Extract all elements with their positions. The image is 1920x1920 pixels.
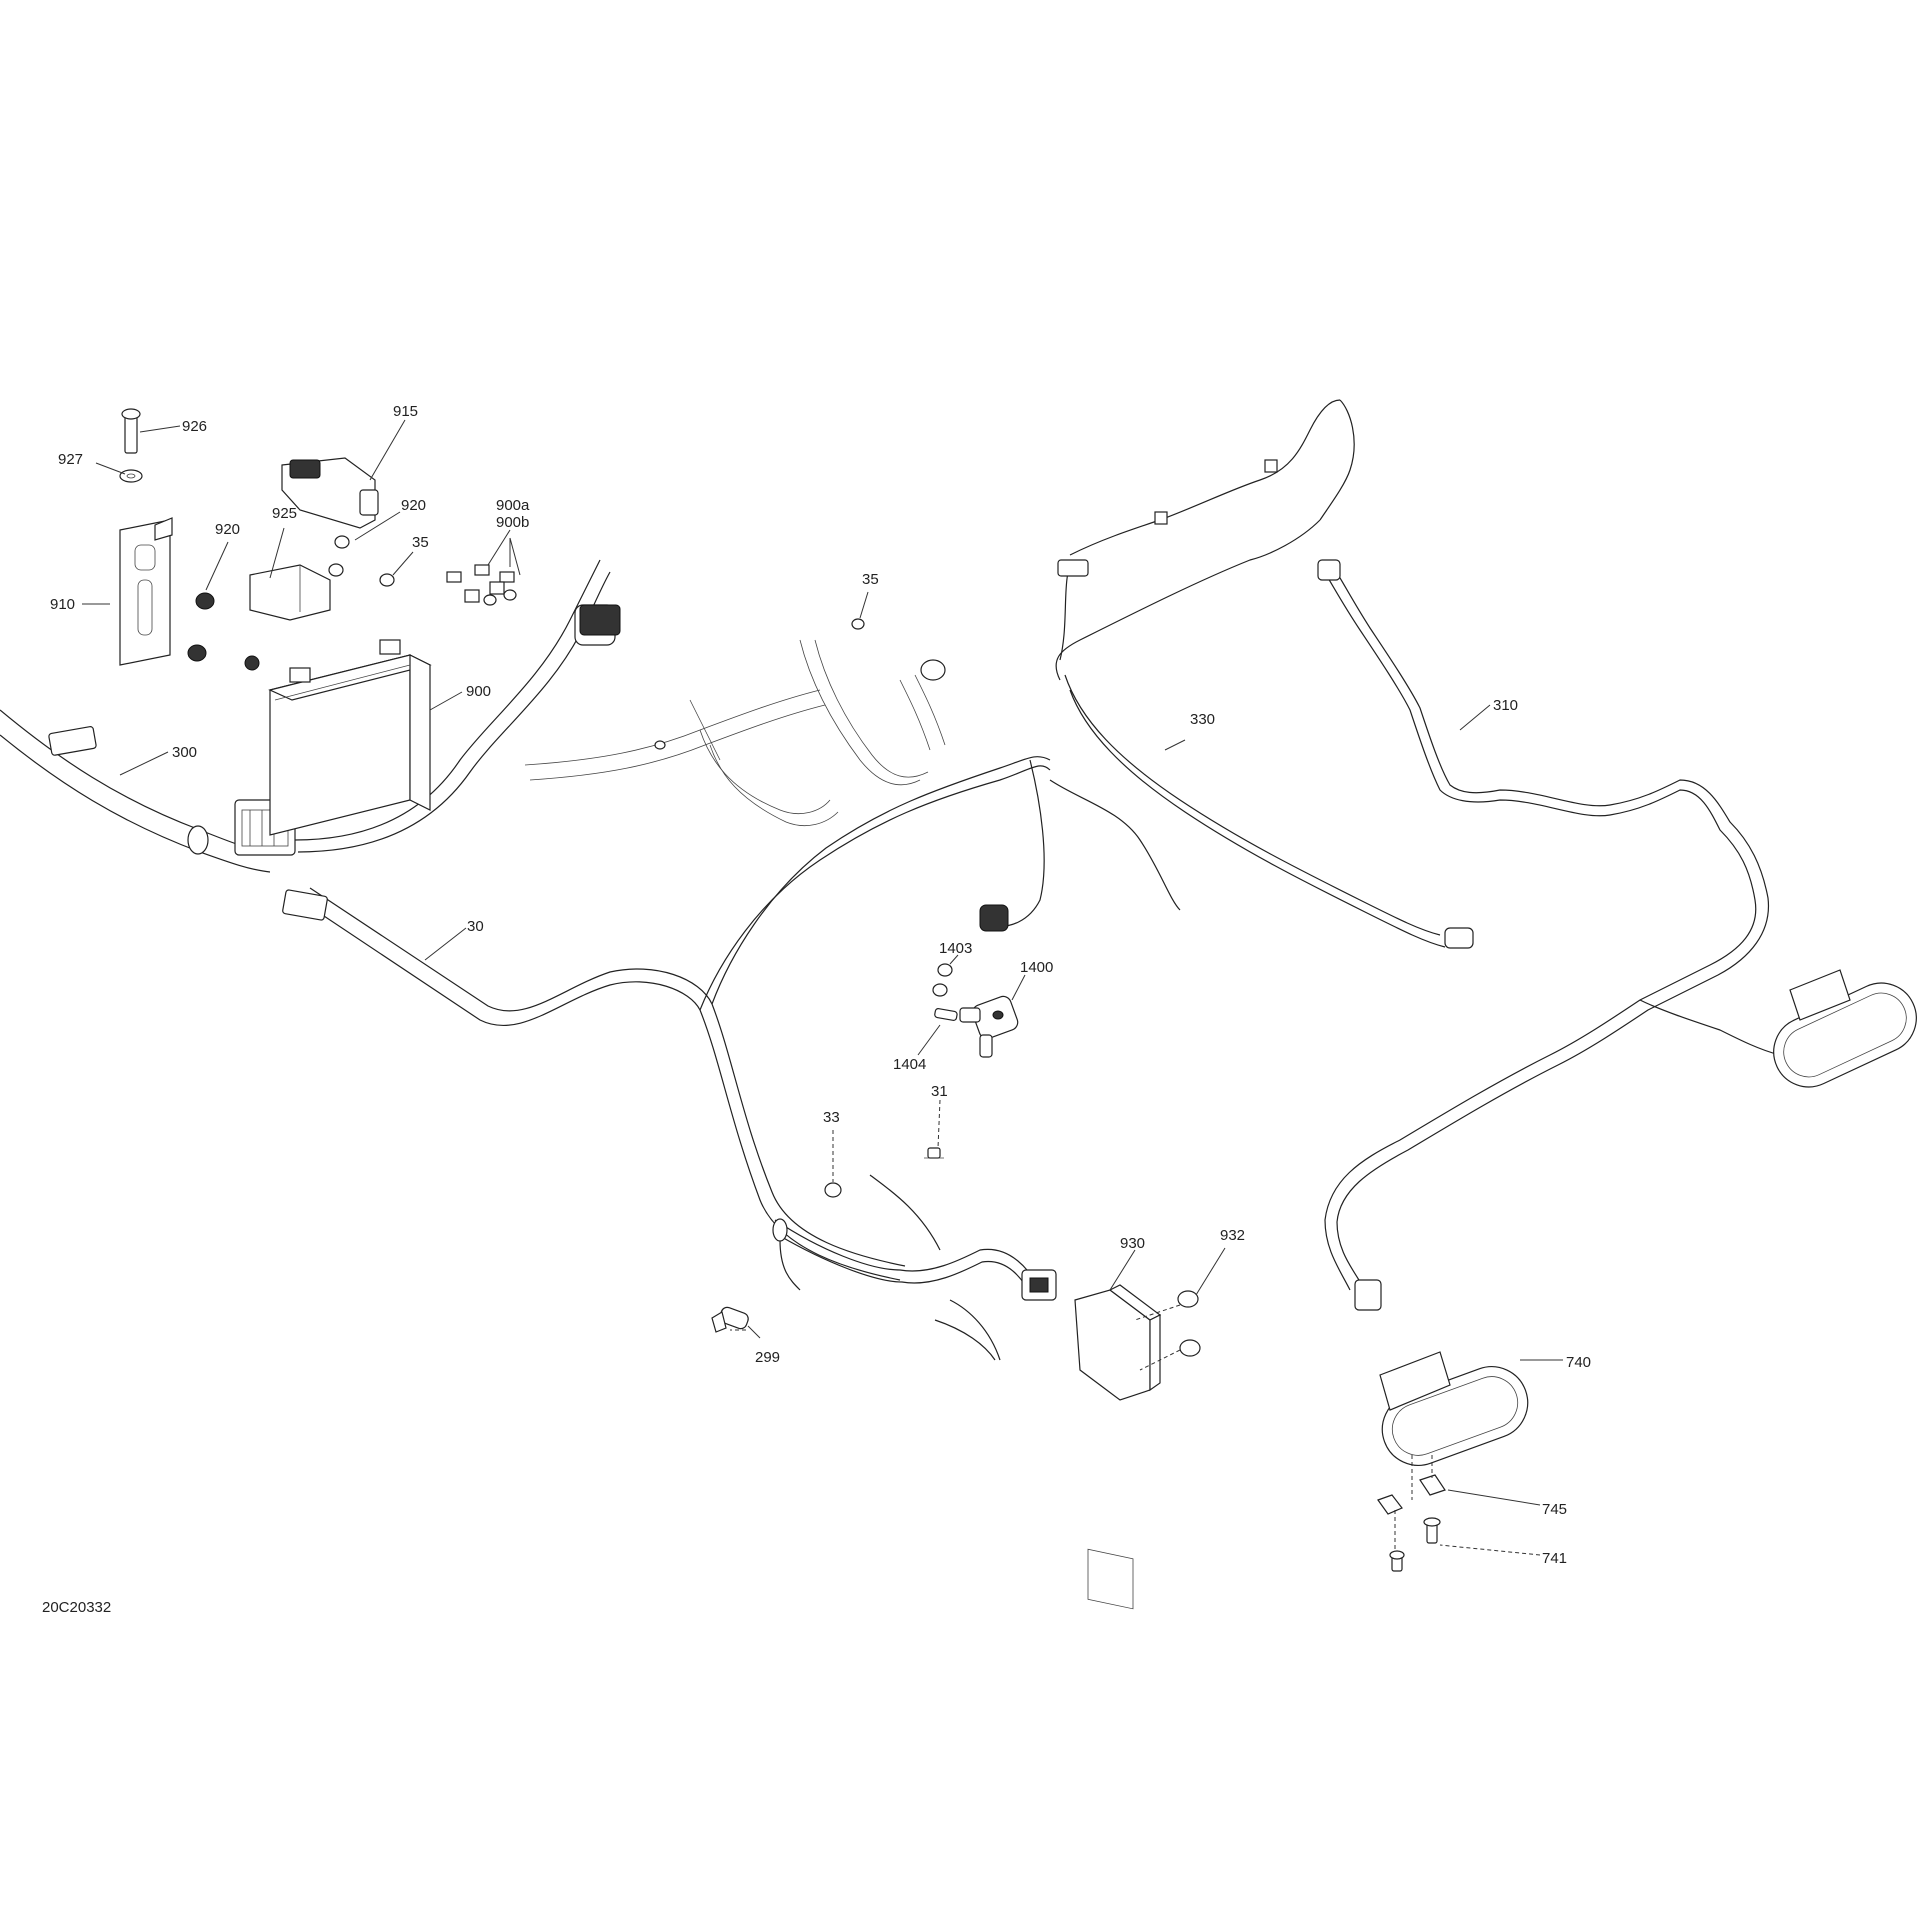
callout-927: 927 [58, 451, 83, 468]
hardware-1403-1404 [932, 963, 958, 1021]
connector-30-end [282, 889, 328, 921]
battery-strap-910 [119, 517, 173, 666]
hardware-745-741 [1377, 1474, 1446, 1572]
callout-920: 920 [401, 497, 426, 514]
callout-30: 30 [467, 918, 484, 935]
callout-915: 915 [393, 403, 418, 420]
callout-33: 33 [823, 1109, 840, 1126]
harness-330 [1055, 399, 1474, 949]
battery-cover-925 [249, 564, 331, 621]
nut-35-center [851, 618, 865, 630]
harness-300 [0, 709, 271, 873]
callout-932: 932 [1220, 1227, 1245, 1244]
module-930 [1074, 1284, 1162, 1610]
hardware-926-927 [119, 408, 143, 483]
callout-900: 900 [466, 683, 491, 700]
harness-310 [1317, 559, 1781, 1311]
callout-745: 745 [1542, 1501, 1567, 1518]
callout-31: 31 [931, 1083, 948, 1100]
fuses-900a-900b [446, 564, 517, 606]
light-740-lower [1379, 1351, 1529, 1466]
callout-900b: 900b [496, 514, 529, 531]
callout-1403: 1403 [939, 940, 972, 957]
grommets-920 [187, 592, 260, 671]
frame-section [524, 639, 946, 826]
callout-310: 310 [1493, 697, 1518, 714]
light-740-upper [1773, 969, 1917, 1088]
callout-labels: 926 927 915 920 920 925 35 900a 900b 910… [50, 403, 1591, 1567]
sensor-1400 [959, 995, 1019, 1058]
callout-910: 910 [50, 596, 75, 613]
callout-741: 741 [1542, 1550, 1567, 1567]
callout-300: 300 [172, 744, 197, 761]
battery-harness [294, 559, 621, 853]
callout-1400: 1400 [1020, 959, 1053, 976]
leader-lines [82, 419, 1563, 1556]
nut-33 [824, 1182, 842, 1198]
diagram-reference-code: 20C20332 [42, 1599, 111, 1616]
bolt-31 [924, 1147, 944, 1159]
callout-925: 925 [272, 505, 297, 522]
main-harness-30 [299, 756, 1181, 1281]
callout-330: 330 [1190, 711, 1215, 728]
callout-35: 35 [412, 534, 429, 551]
callout-900a: 900a [496, 497, 530, 514]
grommets-932 [1177, 1290, 1201, 1357]
callout-35: 35 [862, 571, 879, 588]
callout-1404: 1404 [893, 1056, 926, 1073]
connector-1400-mate [979, 904, 1009, 932]
callout-920: 920 [215, 521, 240, 538]
lower-harness-branch [772, 1174, 1057, 1361]
sensor-299 [711, 1306, 749, 1333]
nut-35-left [379, 573, 395, 587]
callout-299: 299 [755, 1349, 780, 1366]
callout-926: 926 [182, 418, 207, 435]
callout-930: 930 [1120, 1235, 1145, 1252]
relay-holder-915 [281, 457, 379, 577]
battery-900 [268, 639, 432, 836]
callout-740: 740 [1566, 1354, 1591, 1371]
